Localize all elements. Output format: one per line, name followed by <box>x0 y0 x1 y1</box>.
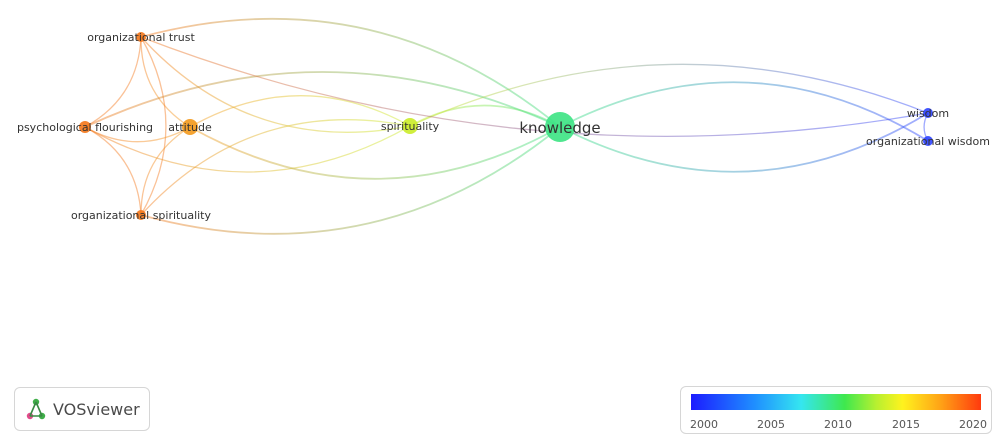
node-psychological-flourishing[interactable] <box>79 121 91 133</box>
link-organizational-spirituality-spirituality <box>140 119 411 216</box>
node-knowledge[interactable] <box>545 112 575 142</box>
vosviewer-logo-icon <box>26 398 46 420</box>
year-color-legend: 2000 2005 2010 2015 2020 <box>680 386 992 434</box>
link-knowledge-wisdom <box>559 112 929 173</box>
link-attitude-knowledge <box>189 126 561 180</box>
node-organizational-spirituality[interactable] <box>136 210 146 220</box>
legend-tick: 2015 <box>892 418 920 431</box>
node-label-wisdom: wisdom <box>907 107 949 120</box>
link-organizational-trust-wisdom <box>140 36 929 137</box>
link-organizational-trust-spirituality <box>140 36 411 133</box>
node-label-knowledge: knowledge <box>519 119 600 137</box>
link-organizational-trust-organizational-spirituality <box>140 36 167 216</box>
link-psychological-flourishing-organizational-spirituality <box>84 126 142 216</box>
link-organizational-trust-attitude <box>140 36 191 128</box>
legend-tick: 2005 <box>757 418 785 431</box>
link-attitude-organizational-spirituality <box>140 126 191 216</box>
node-label-attitude: attitude <box>168 121 212 134</box>
node-label-organizational-trust: organizational trust <box>87 31 195 44</box>
node-label-spirituality: spirituality <box>381 120 440 133</box>
vosviewer-logo: VOSviewer <box>14 387 150 431</box>
node-wisdom[interactable] <box>923 108 933 118</box>
link-psychological-flourishing-spirituality <box>84 125 411 173</box>
node-label-organizational-wisdom: organizational wisdom <box>866 135 990 148</box>
link-organizational-spirituality-knowledge <box>140 126 561 235</box>
node-label-psychological-flourishing: psychological flourishing <box>17 121 153 134</box>
nodes-layer <box>79 32 933 220</box>
node-organizational-trust[interactable] <box>136 32 146 42</box>
legend-tick: 2000 <box>690 418 718 431</box>
link-psychological-flourishing-knowledge <box>84 71 561 128</box>
node-organizational-wisdom[interactable] <box>923 136 933 146</box>
node-attitude[interactable] <box>182 119 198 135</box>
links-layer <box>84 17 929 235</box>
link-spirituality-wisdom <box>409 63 929 127</box>
logo-text: VOSviewer <box>53 399 140 419</box>
legend-tick: 2020 <box>959 418 987 431</box>
node-label-organizational-spirituality: organizational spirituality <box>71 209 211 222</box>
labels-layer: organizational trust psychological flouri… <box>17 31 990 222</box>
legend-color-bar <box>691 394 981 410</box>
legend-tick: 2010 <box>824 418 852 431</box>
link-attitude-spirituality <box>189 95 411 128</box>
link-knowledge-organizational-wisdom <box>559 81 929 142</box>
node-spirituality[interactable] <box>402 118 418 134</box>
link-organizational-trust-psychological-flourishing <box>84 36 142 128</box>
